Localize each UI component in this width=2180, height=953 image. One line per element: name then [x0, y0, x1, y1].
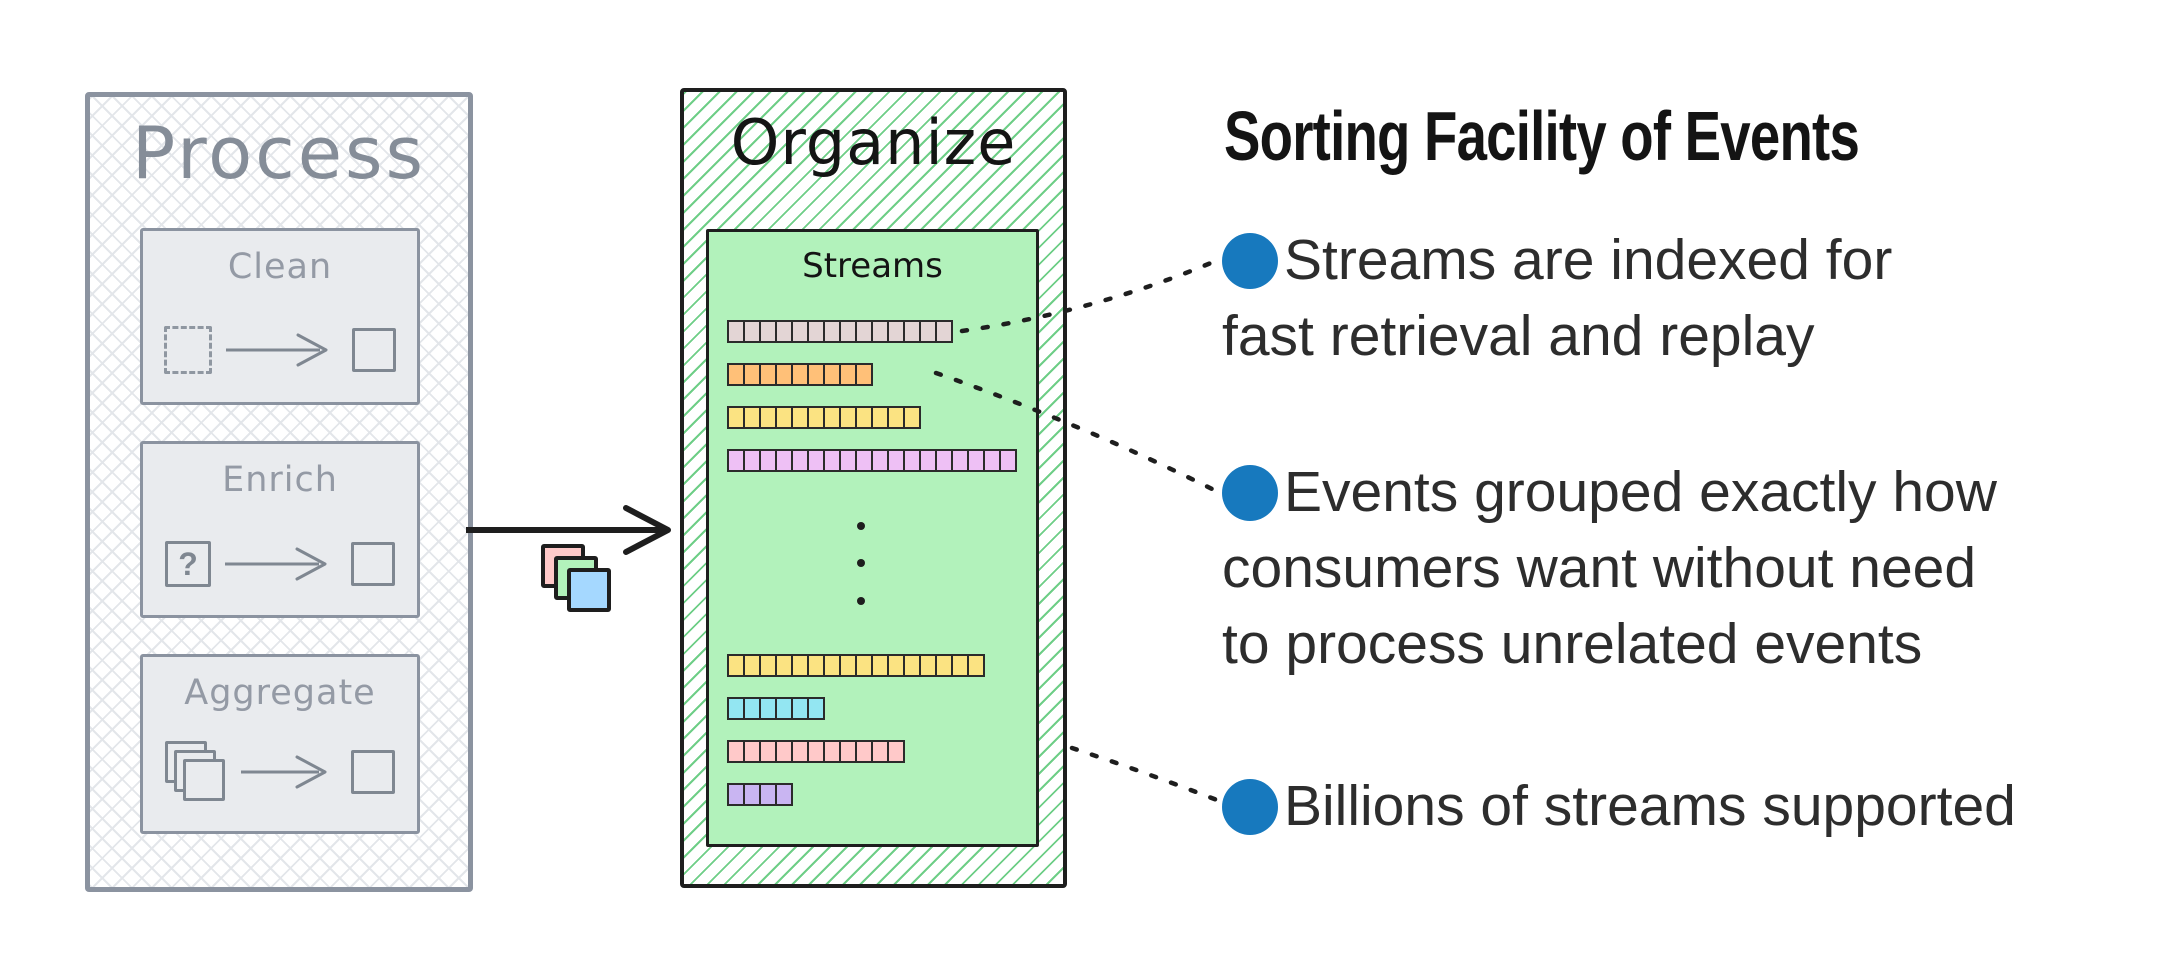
arrow-right-icon: [241, 755, 327, 789]
bullet-billions-streams: Billions of streams supported: [1222, 768, 2016, 844]
bullet-line: consumers want without need: [1222, 536, 1977, 600]
stacked-squares-icon: [165, 741, 227, 803]
bullet-streams-indexed: Streams are indexed for fast retrieval a…: [1222, 222, 1892, 374]
process-panel: Process Clean Enrich ?: [85, 92, 473, 892]
blue-bullet-icon: [1222, 233, 1278, 289]
bullet-line: Events grouped exactly how: [1222, 454, 1997, 530]
stream-bar: [727, 320, 953, 343]
connector-panel-to-bullet3: [1069, 745, 1225, 805]
enrich-icon-row: ?: [143, 541, 417, 587]
stream-bars-list: [727, 320, 1026, 834]
heading-sorting-facility: Sorting Facility of Events: [1224, 97, 1860, 175]
event-square-blue: [567, 568, 611, 612]
process-panel-title: Process: [131, 111, 427, 195]
process-step-label: Aggregate: [184, 673, 376, 713]
streams-box-title: Streams: [802, 246, 943, 286]
blue-bullet-icon: [1222, 465, 1278, 521]
arrow-right-icon: [226, 333, 328, 367]
streams-box: Streams: [706, 229, 1039, 847]
stream-bar: [727, 449, 1017, 472]
stream-bar: [727, 783, 793, 806]
stream-bar: [727, 740, 905, 763]
process-to-organize-arrow: [466, 505, 671, 555]
process-step-label: Enrich: [222, 460, 338, 500]
aggregate-icon-row: [143, 741, 417, 803]
stream-bar: [727, 363, 873, 386]
bullet-line: Billions of streams supported: [1222, 768, 2016, 844]
bullet-line: Streams are indexed for: [1222, 222, 1892, 298]
bullet-line: to process unrelated events: [1222, 612, 1923, 676]
process-step-clean: Clean: [140, 228, 420, 405]
blue-bullet-icon: [1222, 779, 1278, 835]
stream-bar: [727, 406, 921, 429]
stream-bar: [727, 654, 985, 677]
vertical-ellipsis: [857, 492, 865, 634]
event-squares-stack-icon: [541, 544, 611, 614]
question-square-icon: ?: [165, 541, 211, 587]
arrow-right-icon: [225, 547, 327, 581]
process-step-aggregate: Aggregate: [140, 654, 420, 834]
organize-panel: Organize Streams: [680, 88, 1067, 888]
square-icon: [351, 750, 395, 794]
bullet-events-grouped: Events grouped exactly how consumers wan…: [1222, 454, 1997, 682]
dashed-square-icon: [164, 326, 212, 374]
square-icon: [351, 542, 395, 586]
bullet-line: fast retrieval and replay: [1222, 304, 1815, 368]
square-icon: [352, 328, 396, 372]
organize-panel-title: Organize: [730, 106, 1017, 179]
process-step-enrich: Enrich ?: [140, 441, 420, 618]
clean-icon-row: [143, 326, 417, 374]
stream-bar: [727, 697, 825, 720]
process-step-label: Clean: [227, 247, 333, 287]
